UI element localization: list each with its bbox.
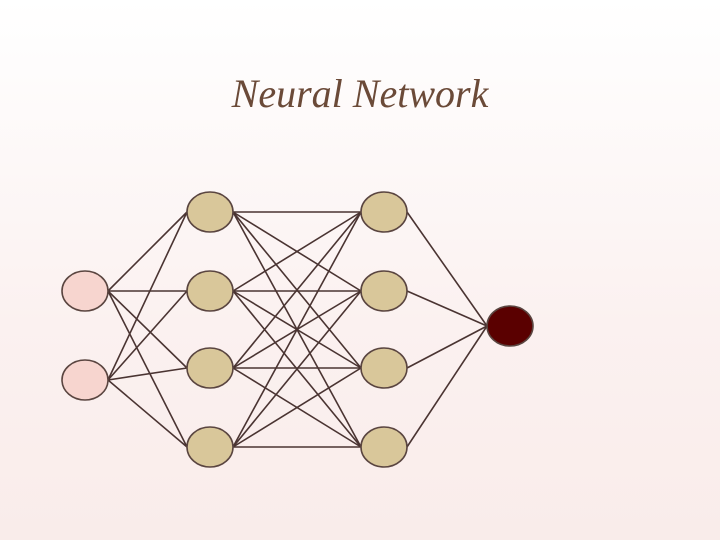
edge-input-2-to-hidden1-2 xyxy=(107,290,188,381)
edge-input-1-to-hidden1-3 xyxy=(107,290,188,369)
hidden1-node-2 xyxy=(186,270,234,312)
hidden1-node-1 xyxy=(186,191,234,233)
edge-input-1-to-hidden1-4 xyxy=(107,290,188,448)
input-node-1 xyxy=(61,270,109,312)
hidden1-node-4 xyxy=(186,426,234,468)
input-node-2 xyxy=(61,359,109,401)
edge-hidden2-3-to-output-1 xyxy=(406,325,488,369)
edge-hidden1-4-to-hidden2-3 xyxy=(232,367,362,448)
edge-hidden1-3-to-hidden2-1 xyxy=(232,211,362,369)
hidden2-node-1 xyxy=(360,191,408,233)
edge-hidden1-4-to-hidden2-2 xyxy=(232,290,362,448)
edge-hidden2-1-to-output-1 xyxy=(406,211,488,327)
edge-hidden1-2-to-hidden2-1 xyxy=(232,211,362,292)
neurons xyxy=(61,191,534,468)
hidden2-node-2 xyxy=(360,270,408,312)
hidden2-node-3 xyxy=(360,347,408,389)
edge-input-2-to-hidden1-1 xyxy=(107,211,188,381)
output-node-1 xyxy=(486,305,534,347)
diagram-title: Neural Network xyxy=(231,71,489,116)
edge-hidden2-4-to-output-1 xyxy=(406,325,488,448)
hidden2-node-4 xyxy=(360,426,408,468)
edge-input-2-to-hidden1-4 xyxy=(107,379,188,448)
edge-hidden1-4-to-hidden2-1 xyxy=(232,211,362,448)
hidden1-node-3 xyxy=(186,347,234,389)
edge-input-2-to-hidden1-3 xyxy=(107,367,188,381)
edge-hidden2-2-to-output-1 xyxy=(406,290,488,327)
edge-input-1-to-hidden1-1 xyxy=(107,211,188,292)
connections xyxy=(107,211,488,448)
